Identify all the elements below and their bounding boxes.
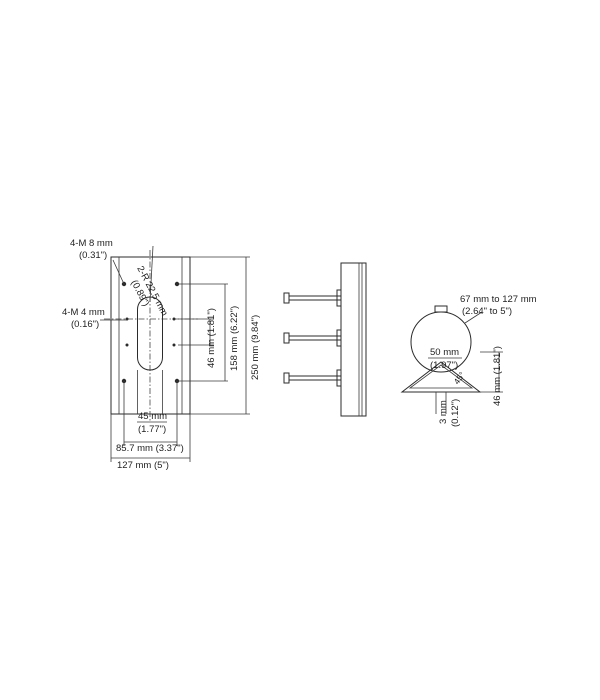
dim-45mm: 45 mm — [138, 411, 167, 422]
dim-46mm: 46 mm (1.81") — [206, 308, 217, 368]
strap-bolt — [283, 369, 342, 387]
m4-hole — [125, 343, 129, 347]
side-view — [283, 262, 367, 417]
dim-85-7mm: 85.7 mm (3.37") — [116, 443, 184, 454]
dim-3mm: 3 mm — [438, 400, 449, 424]
m4-hole — [172, 317, 176, 321]
label-m4: 4-M 4 mm — [62, 307, 105, 318]
m8-hole — [174, 281, 180, 287]
label-pole-diameter: 67 mm to 127 mm — [460, 294, 537, 305]
dim-3mm-inch: (0.12") — [450, 399, 461, 427]
pole-view: 67 mm to 127 mm (2.64" to 5") 50 mm (1.9… — [400, 294, 537, 427]
strap-bolt — [283, 329, 342, 347]
clamp-bracket — [400, 361, 482, 393]
dim-250mm: 250 mm (9.84") — [250, 315, 261, 380]
label-pole-diameter-inch: (2.64" to 5") — [462, 306, 512, 317]
dim-50mm: 50 mm — [430, 347, 459, 358]
m4-hole — [172, 343, 176, 347]
dim-50mm-inch: (1.97") — [430, 360, 458, 371]
dim-127mm: 127 mm (5") — [117, 460, 169, 471]
dim-158mm: 158 mm (6.22") — [229, 306, 240, 371]
mounting-plate-outline — [110, 256, 191, 415]
label-m4-inch: (0.16") — [71, 319, 99, 330]
dim-45mm-inch: (1.77") — [138, 424, 166, 435]
label-m8: 4-M 8 mm — [70, 238, 113, 249]
strap-bolt — [283, 289, 342, 307]
dim-46mm-clamp: 46 mm (1.81") — [492, 346, 503, 406]
label-m8-inch: (0.31") — [79, 250, 107, 261]
front-view: 4-M 8 mm (0.31") 4-M 4 mm (0.16") 2-R 22… — [62, 238, 261, 471]
